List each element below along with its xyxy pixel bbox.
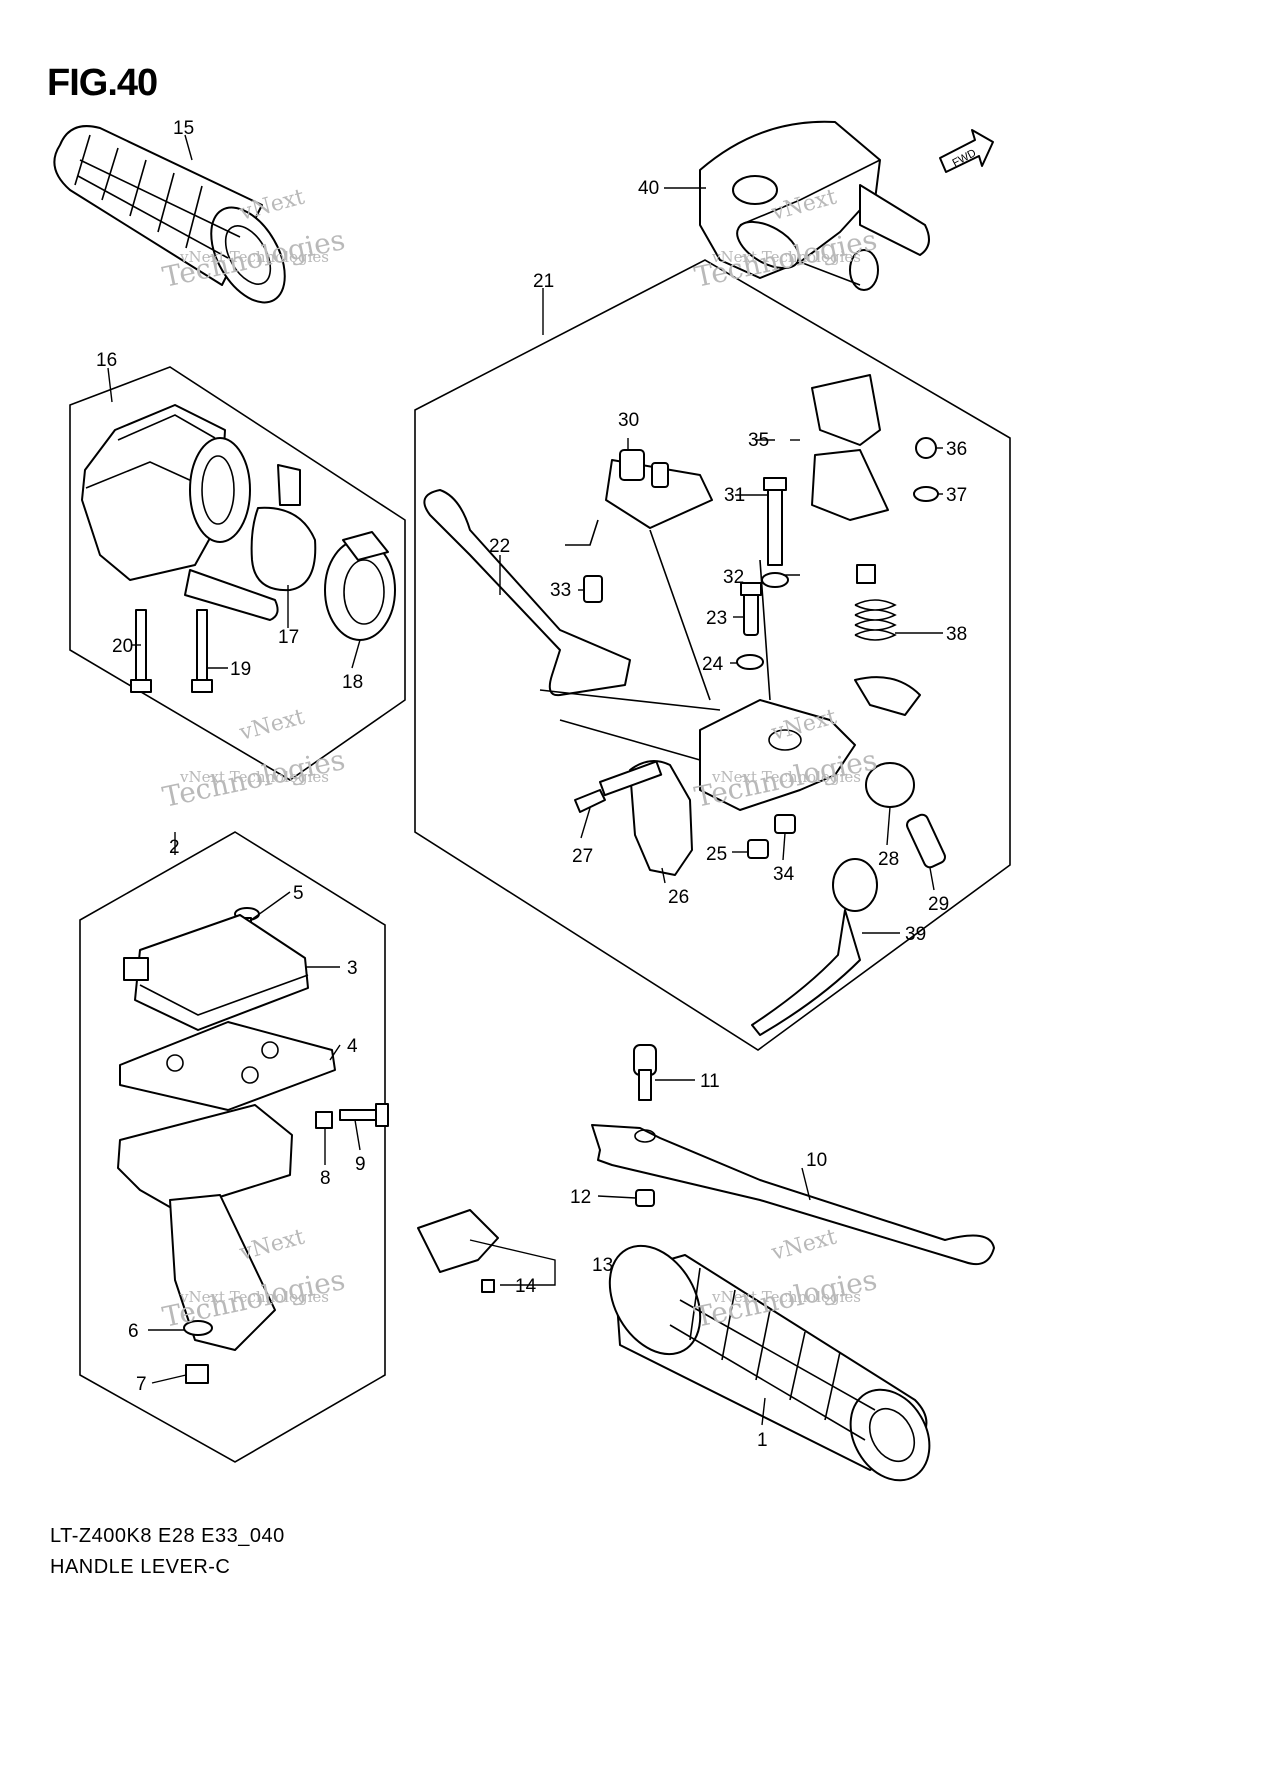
callout-35: 35 [748, 430, 769, 451]
watermark-line2: vNext Technologies [179, 1288, 329, 1306]
callout-labels: 15 16 40 21 30 35 36 37 22 31 32 33 23 3… [96, 118, 967, 1451]
callout-26: 26 [668, 887, 689, 908]
callout-22: 22 [489, 536, 510, 557]
callout-13: 13 [592, 1255, 613, 1276]
callout-34: 34 [773, 864, 795, 885]
watermark-line2: vNext Technologies [179, 768, 329, 786]
brake-lever-assembly [423, 374, 946, 1036]
callout-30: 30 [618, 410, 639, 431]
callout-37: 37 [946, 485, 967, 506]
clutch-lever-assembly [591, 1044, 995, 1266]
callout-38: 38 [946, 624, 967, 645]
watermark-line2: vNext Technologies [179, 248, 329, 266]
callout-3: 3 [347, 958, 358, 979]
callout-32: 32 [723, 567, 744, 588]
watermark-line1: vNext [236, 705, 307, 747]
callout-6: 6 [128, 1321, 139, 1342]
watermark-line2: vNext Technologies [711, 1288, 861, 1306]
callout-15: 15 [173, 118, 194, 139]
callout-40: 40 [638, 178, 659, 199]
watermark-line1: vNext [236, 185, 307, 227]
diagram-caption: HANDLE LEVER-C [50, 1556, 231, 1578]
left-switch-assembly [81, 404, 396, 693]
callout-14: 14 [515, 1276, 537, 1297]
callout-5: 5 [293, 883, 304, 904]
group-box-21 [414, 259, 1011, 1051]
callout-17: 17 [278, 627, 299, 648]
callout-24: 24 [702, 654, 724, 675]
watermark-line1: vNext [768, 1225, 839, 1267]
group-box-2 [79, 831, 386, 1463]
watermark-line3: Technologies [160, 743, 348, 814]
watermark-line2: vNext Technologies [711, 768, 861, 786]
figure-title: FIG.40 [47, 62, 158, 104]
throttle-case-assembly [117, 907, 389, 1384]
callout-12: 12 [570, 1187, 591, 1208]
callout-2: 2 [169, 837, 180, 858]
watermark-line1: vNext [236, 1225, 307, 1267]
callout-25: 25 [706, 844, 727, 865]
callout-28: 28 [878, 849, 899, 870]
callout-11: 11 [700, 1071, 720, 1092]
callout-10: 10 [806, 1150, 827, 1171]
clutch-switch-part [417, 1209, 499, 1293]
group-box-16 [69, 366, 406, 781]
watermark-line2: vNext Technologies [711, 248, 861, 266]
callout-21: 21 [533, 271, 554, 292]
callout-29: 29 [928, 894, 949, 915]
callout-16: 16 [96, 350, 117, 371]
callout-4: 4 [347, 1036, 358, 1057]
callout-7: 7 [136, 1374, 147, 1395]
callout-18: 18 [342, 672, 363, 693]
callout-23: 23 [706, 608, 727, 629]
callout-36: 36 [946, 439, 967, 460]
grip-left-part [53, 125, 286, 304]
grip-right-part [608, 1244, 931, 1482]
callout-19: 19 [230, 659, 251, 680]
callout-31: 31 [724, 485, 745, 506]
handlebar-switch-part: FWD [699, 120, 994, 291]
callout-27: 27 [572, 846, 593, 867]
leader-lines [107, 134, 943, 1426]
callout-1: 1 [757, 1430, 768, 1451]
model-code: LT-Z400K8 E28 E33_040 [50, 1525, 285, 1547]
callout-39: 39 [905, 924, 926, 945]
callout-20: 20 [112, 636, 133, 657]
callout-8: 8 [320, 1168, 331, 1189]
callout-33: 33 [550, 580, 571, 601]
callout-9: 9 [355, 1154, 366, 1175]
